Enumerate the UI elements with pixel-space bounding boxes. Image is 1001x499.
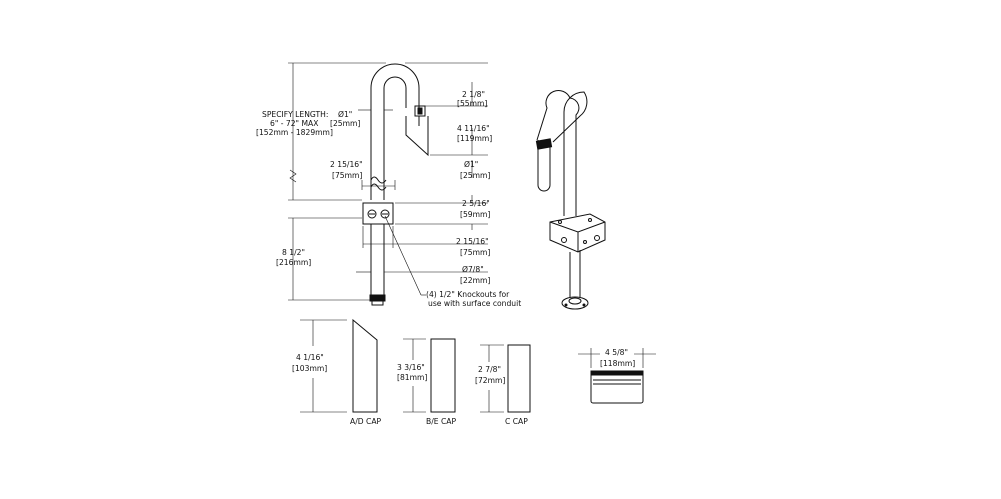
cap-c-dim-line1: 2 7/8" <box>478 365 501 374</box>
specify-length-line3: [152mm - 1829mm] <box>256 128 333 137</box>
knockouts-note-line2: use with surface conduit <box>428 299 521 308</box>
cap-c <box>480 344 531 413</box>
faucet-front-view <box>362 63 429 306</box>
pipe-dia-line2: [25mm] <box>330 119 360 128</box>
cap-top <box>578 348 656 404</box>
dim-4-11-16-line1: 4 11/16" <box>457 124 490 133</box>
lower-8-1-2-line1: 8 1/2" <box>282 248 305 257</box>
cap-ad-label: A/D CAP <box>350 417 382 426</box>
cap-ad-dim-line2: [103mm] <box>292 364 327 373</box>
cap-ad-dim-line1: 4 1/16" <box>296 353 324 362</box>
base-dia-line2: [22mm] <box>460 276 490 285</box>
cap-top-dim-line2: [118mm] <box>600 359 635 368</box>
screw-left-icon <box>367 209 377 219</box>
cap-be-label: B/E CAP <box>426 417 456 426</box>
dimension-labels: SPECIFY LENGTH: 6" - 72" MAX [152mm - 18… <box>256 90 635 426</box>
nozzle-dia-line1: Ø1" <box>464 160 478 169</box>
box-2-5-16-line2: [59mm] <box>460 210 490 219</box>
cap-top-dim-line1: 4 5/8" <box>605 348 628 357</box>
cap-ad <box>300 318 378 413</box>
cap-be <box>403 338 456 413</box>
screw-right-icon <box>380 209 390 219</box>
cap-c-label: C CAP <box>505 417 528 426</box>
base-dia-line1: Ø7/8" <box>462 265 484 274</box>
box-2-15-16-line2: [75mm] <box>460 248 490 257</box>
pipe-dia-line1: Ø1" <box>338 110 352 119</box>
cap-be-dim-line2: [81mm] <box>397 373 427 382</box>
box-2-15-16-line1: 2 15/16" <box>456 237 489 246</box>
specify-length-line2: 6" - 72" MAX <box>270 119 318 128</box>
dimension-lines <box>288 62 488 301</box>
width-top-line2: [75mm] <box>332 171 362 180</box>
cap-be-dim-line1: 3 3/16" <box>397 363 425 372</box>
dim-4-11-16-line2: [119mm] <box>457 134 492 143</box>
nozzle-dia-line2: [25mm] <box>460 171 490 180</box>
dim-2-1-8-line2: [55mm] <box>457 99 487 108</box>
lower-8-1-2-line2: [216mm] <box>276 258 311 267</box>
cap-c-dim-line2: [72mm] <box>475 376 505 385</box>
box-2-5-16-line1: 2 5/16" <box>462 199 490 208</box>
specify-length-line1: SPECIFY LENGTH: <box>262 110 328 119</box>
knockouts-note-line1: (4) 1/2" Knockouts for <box>426 290 510 299</box>
faucet-isometric-view <box>535 89 606 310</box>
width-top-line1: 2 15/16" <box>330 160 363 169</box>
dim-2-1-8-line1: 2 1/8" <box>462 90 485 99</box>
